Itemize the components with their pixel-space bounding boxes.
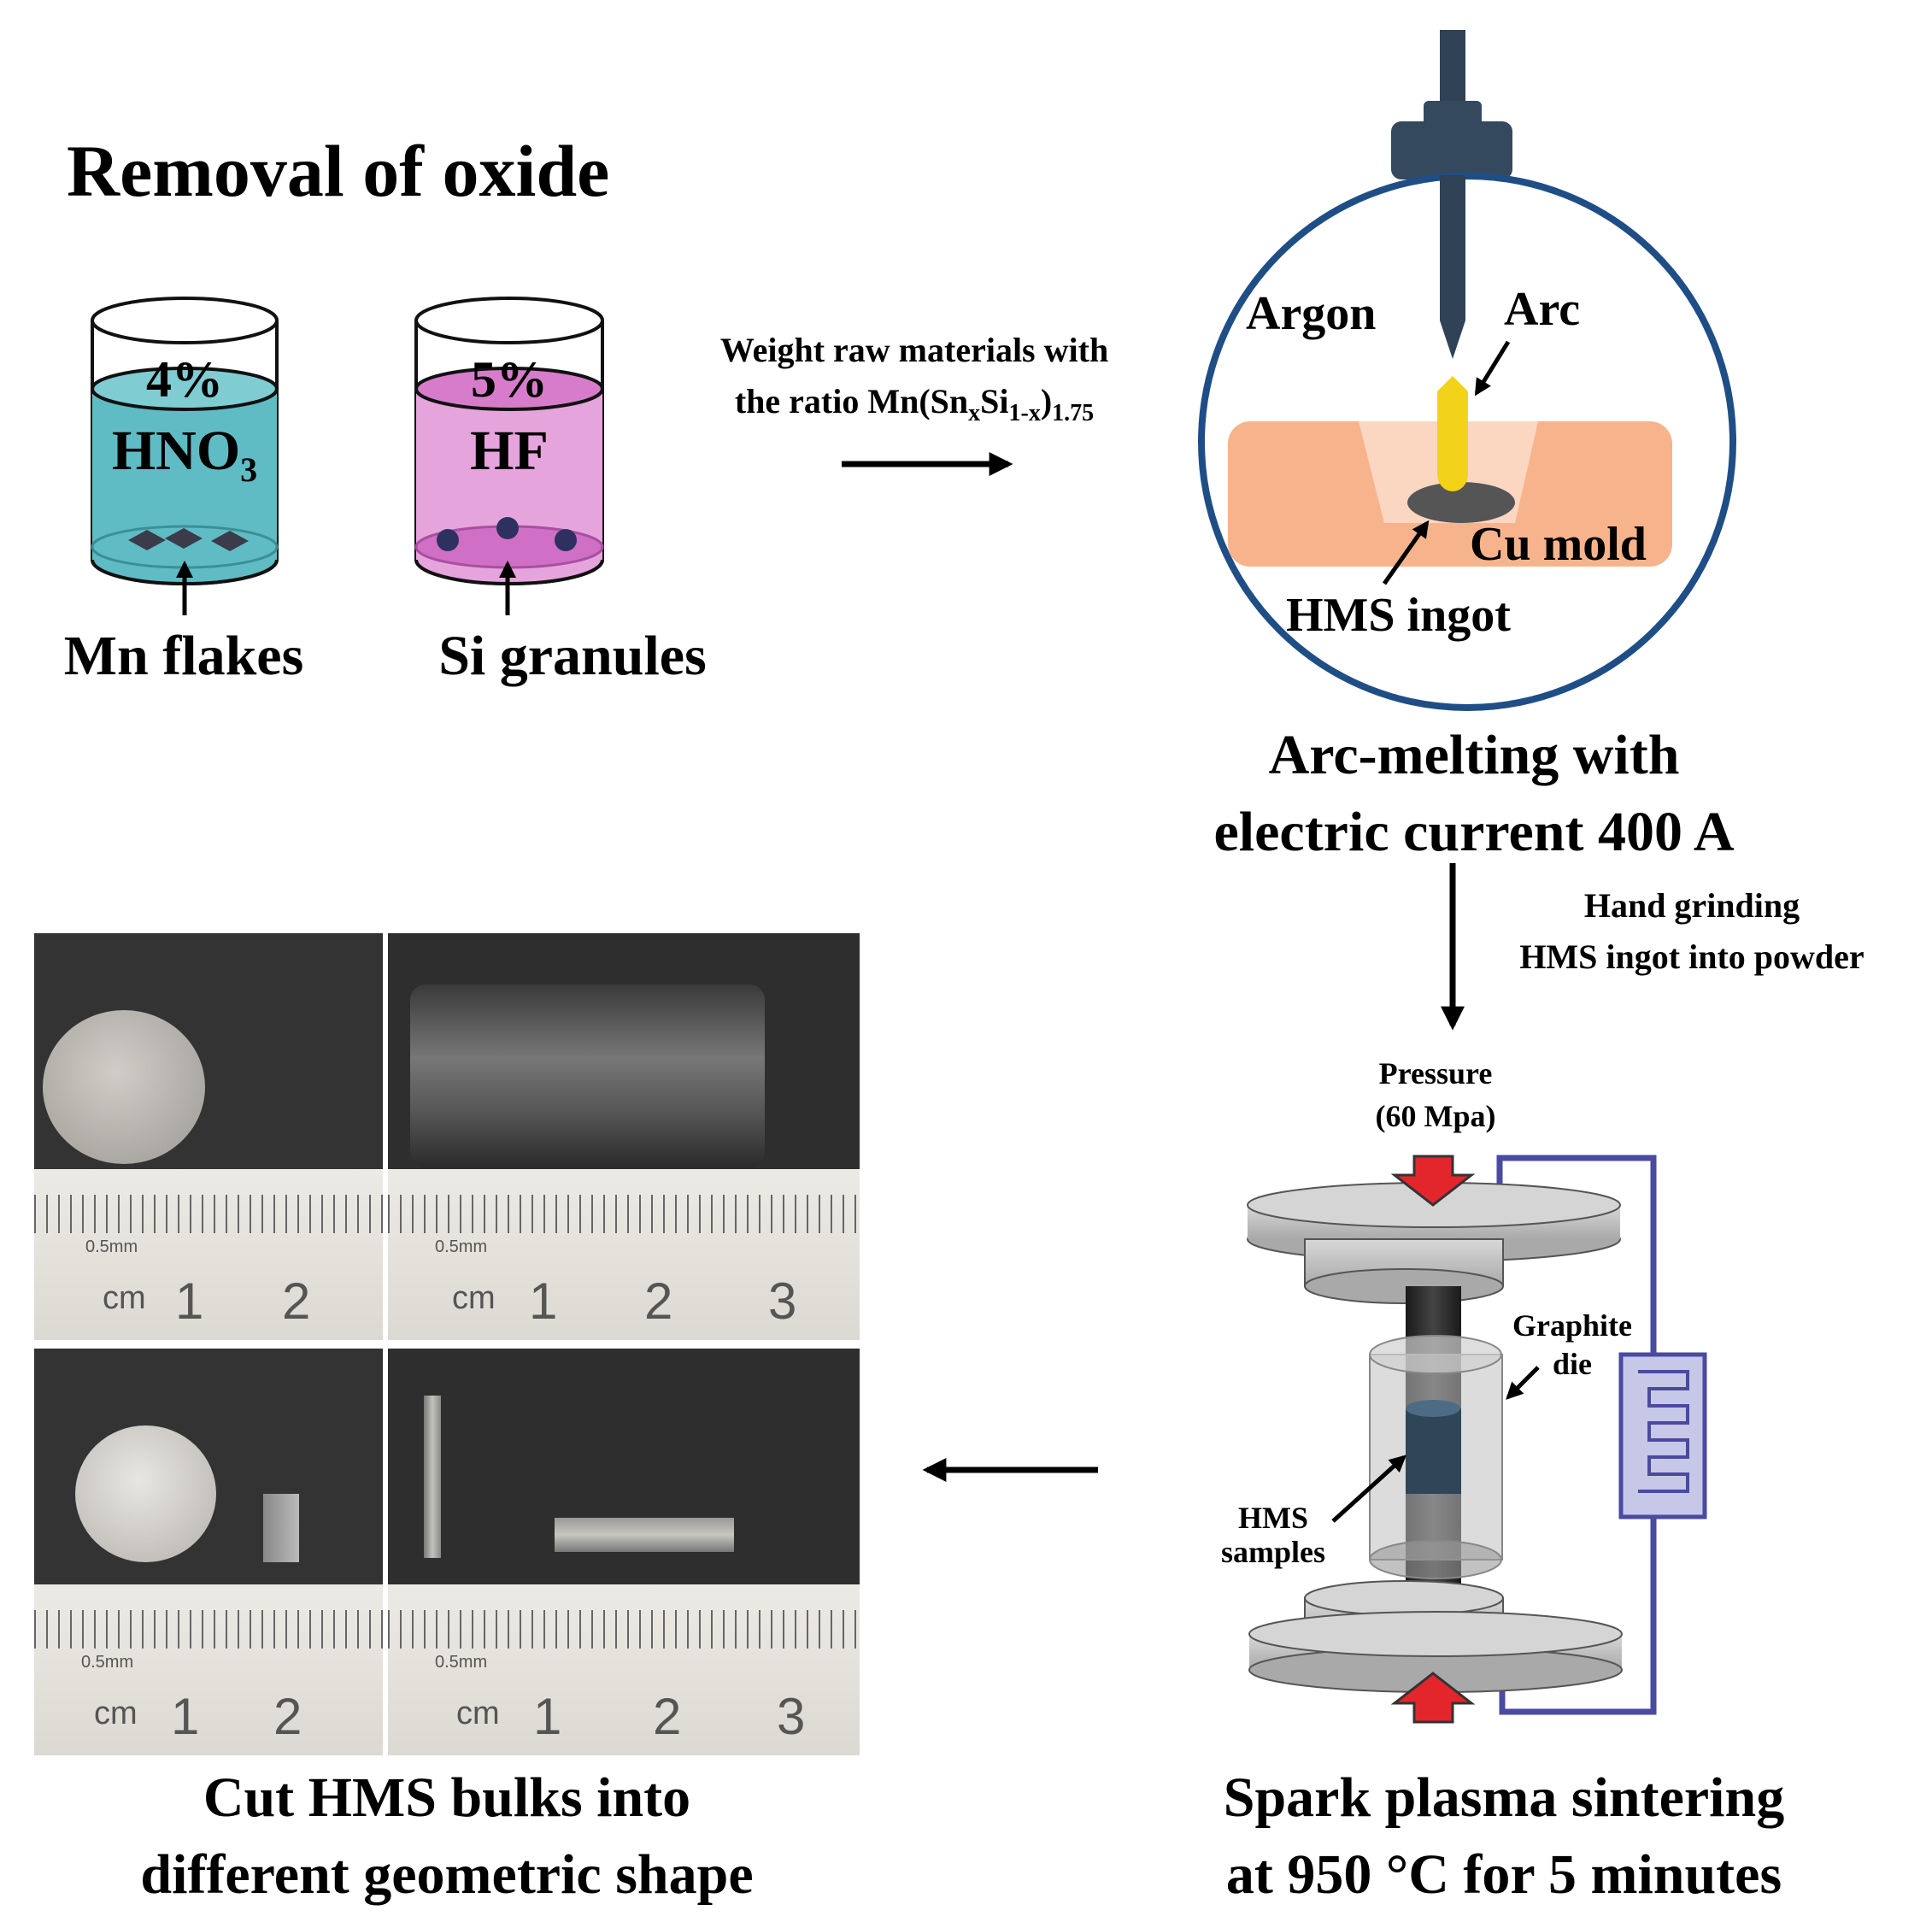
photo-disk-small-bar: 0.5mm cm 1 2 <box>34 1349 383 1755</box>
beaker1-acid: HNO3 <box>111 420 258 490</box>
ruler-label-small: 0.5mm <box>81 1653 134 1672</box>
ruler-cm: cm <box>103 1280 146 1316</box>
ruler-1: 1 <box>171 1688 200 1745</box>
title-removal-of-oxide: Removal of oxide <box>67 130 610 212</box>
ruler: 0.5mm cm 1 2 3 <box>388 1169 860 1340</box>
photo-disk-top: 0.5mm cm 1 2 <box>34 933 383 1340</box>
beaker2-acid: HF <box>470 420 549 482</box>
arc-caption-line2: electric current 400 A <box>1213 801 1735 863</box>
beaker-hf <box>414 297 604 615</box>
ruler-1: 1 <box>533 1688 562 1745</box>
sps-schematic <box>1247 1155 1707 1724</box>
label-hms-ingot: HMS ingot <box>1286 589 1511 642</box>
photo-cylinder: 0.5mm cm 1 2 3 <box>388 933 860 1340</box>
label-si-granules: Si granules <box>438 625 707 687</box>
label-pressure: Pressure <box>1378 1056 1493 1090</box>
ruler-2: 2 <box>273 1688 302 1745</box>
weigh-line2: the ratio Mn(SnxSi1-x)1.75 <box>734 382 1095 426</box>
ruler-cm: cm <box>452 1280 496 1316</box>
label-samples: samples <box>1220 1535 1325 1569</box>
grind-line2: HMS ingot into powder <box>1519 937 1864 976</box>
ruler-1: 1 <box>175 1273 204 1330</box>
ruler-2: 2 <box>653 1688 682 1745</box>
ruler: 0.5mm cm 1 2 <box>34 1584 383 1755</box>
ruler: 0.5mm cm 1 2 <box>34 1169 383 1340</box>
ruler-cm: cm <box>456 1696 500 1731</box>
si-granule-shapes <box>437 517 577 551</box>
beaker2-percent: 5% <box>471 351 548 408</box>
label-argon: Argon <box>1246 287 1377 340</box>
long-bar-sample <box>555 1518 734 1552</box>
label-mn-flakes: Mn flakes <box>63 625 304 687</box>
label-hms: HMS <box>1237 1501 1308 1535</box>
ruler-3: 3 <box>768 1273 797 1330</box>
ruler-2: 2 <box>644 1273 673 1330</box>
disk-sample <box>43 1010 205 1164</box>
ruler-label-small: 0.5mm <box>85 1237 138 1256</box>
ruler-1: 1 <box>529 1273 558 1330</box>
beaker-hno3 <box>91 297 279 615</box>
label-die: die <box>1552 1347 1592 1381</box>
thin-disk-sample <box>75 1425 216 1562</box>
cut-caption-line1: Cut HMS bulks into <box>203 1766 691 1829</box>
arc-caption-line1: Arc-melting with <box>1268 724 1680 786</box>
mn-flake-shapes <box>128 528 249 551</box>
label-cu-mold: Cu mold <box>1470 518 1647 571</box>
beaker1-percent: 4% <box>146 351 223 408</box>
ruler: 0.5mm cm 1 2 3 <box>388 1584 860 1755</box>
label-pressure-value: (60 Mpa) <box>1375 1099 1496 1133</box>
ruler-2: 2 <box>282 1273 311 1330</box>
photo-bar-edge: 0.5mm cm 1 2 3 <box>388 1349 860 1755</box>
disk-edge-sample <box>424 1396 441 1558</box>
weigh-line1: Weight raw materials with <box>719 331 1109 369</box>
ruler-cm: cm <box>94 1696 138 1731</box>
arc-melting-schematic <box>1198 30 1736 711</box>
sps-caption-line1: Spark plasma sintering <box>1223 1766 1785 1829</box>
sps-caption-line2: at 950 °C for 5 minutes <box>1225 1843 1782 1906</box>
cut-caption-line2: different geometric shape <box>140 1843 754 1906</box>
ruler-label-small: 0.5mm <box>435 1237 488 1256</box>
label-arc: Arc <box>1504 283 1581 336</box>
cylinder-sample <box>410 985 765 1168</box>
pressure-arrow-bottom <box>1390 1672 1476 1724</box>
pressure-arrow-top <box>1390 1155 1476 1207</box>
label-graphite: Graphite <box>1512 1308 1632 1343</box>
ruler-3: 3 <box>777 1688 806 1745</box>
grind-line1: Hand grinding <box>1583 886 1800 925</box>
small-bar-sample <box>263 1494 299 1562</box>
ruler-label-small: 0.5mm <box>435 1653 488 1672</box>
